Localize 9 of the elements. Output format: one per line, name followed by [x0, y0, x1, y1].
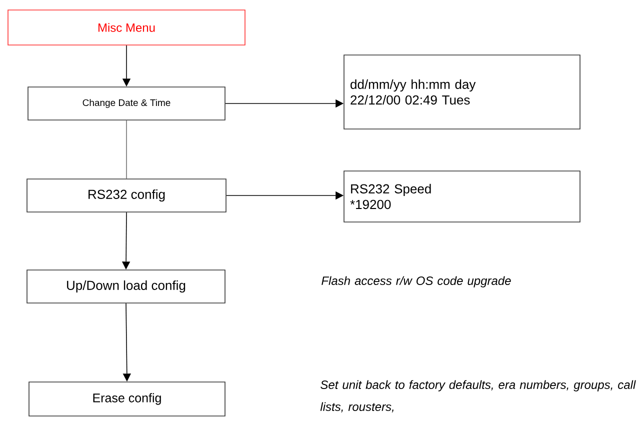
menu-box: RS232 config [26, 178, 226, 212]
menu-box: Change Date & Time [28, 86, 226, 120]
menu-box: Erase config [28, 382, 226, 416]
menu-box: Misc Menu [8, 10, 246, 46]
display-box: RS232 Speed *19200 [344, 170, 580, 222]
display-box: dd/mm/yy hh:mm day 22/12/00 02:49 Tues [344, 54, 580, 130]
note-text: Flash access r/w OS code upgrade [322, 276, 511, 288]
menu-box: Up/Down load config [26, 270, 226, 304]
note-text: Set unit back to factory defaults, era numbers, groups, call lists, rousters, [320, 380, 636, 412]
